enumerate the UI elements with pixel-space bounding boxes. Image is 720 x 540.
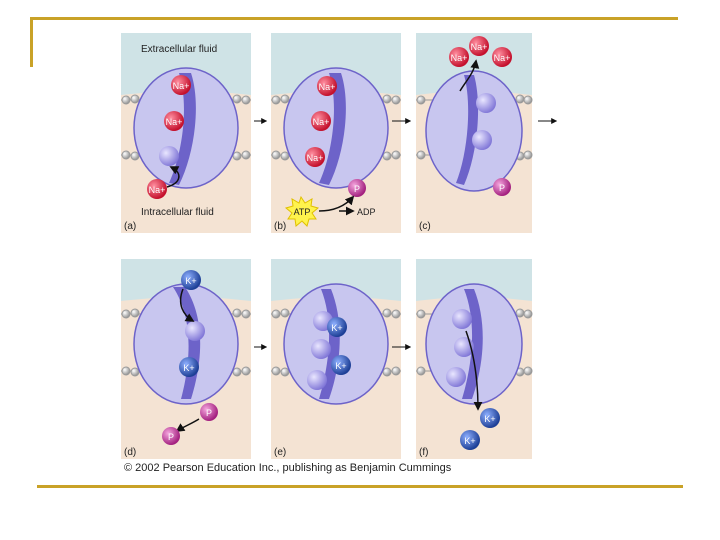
svg-text:P: P: [168, 432, 174, 442]
svg-text:P: P: [354, 184, 360, 194]
binding-site: [311, 339, 331, 359]
panel-label: (f): [419, 447, 428, 458]
binding-site: [472, 130, 492, 150]
svg-text:Na+: Na+: [451, 53, 468, 63]
copyright-credit: © 2002 Pearson Education Inc., publishin…: [124, 462, 451, 474]
svg-text:Na+: Na+: [494, 53, 511, 63]
binding-site: [446, 367, 466, 387]
panel-b: Na+ Na+ Na+ P ATP ADP (b): [271, 33, 401, 233]
svg-text:K+: K+: [464, 436, 475, 446]
potassium-ion: K+: [480, 408, 500, 428]
sodium-ion: Na+: [305, 147, 325, 167]
svg-text:K+: K+: [484, 414, 495, 424]
svg-text:Na+: Na+: [166, 117, 183, 127]
panel-f: K+ K+ (f): [416, 259, 532, 459]
panel-label: (e): [274, 447, 286, 458]
svg-text:Na+: Na+: [319, 82, 336, 92]
svg-text:P: P: [206, 408, 212, 418]
svg-text:P: P: [499, 183, 505, 193]
binding-site: [159, 146, 179, 166]
potassium-ion: K+: [331, 355, 351, 375]
potassium-ion: K+: [327, 317, 347, 337]
extracellular-label: Extracellular fluid: [141, 44, 217, 55]
svg-text:Na+: Na+: [307, 153, 324, 163]
sodium-ion: Na+: [171, 75, 191, 95]
sodium-ion: Na+: [317, 76, 337, 96]
phosphate: P: [162, 427, 180, 445]
adp-label: ADP: [357, 207, 376, 217]
sodium-ion: Na+: [449, 47, 469, 67]
panel-label: (d): [124, 447, 136, 458]
panel-a: Na+ Na+ Na+ Extracellular fluid Intracel…: [121, 33, 251, 233]
svg-text:K+: K+: [183, 363, 194, 373]
svg-text:Na+: Na+: [313, 117, 330, 127]
potassium-ion: K+: [460, 430, 480, 450]
phosphate: P: [200, 403, 218, 421]
sodium-ion: Na+: [469, 36, 489, 56]
panel-e: K+ K+ (e): [271, 259, 401, 459]
panel-label: (b): [274, 221, 286, 232]
binding-site: [476, 93, 496, 113]
sodium-ion: Na+: [311, 111, 331, 131]
binding-site: [452, 309, 472, 329]
panel-label: (a): [124, 221, 136, 232]
potassium-ion: K+: [181, 270, 201, 290]
svg-text:K+: K+: [331, 323, 342, 333]
sodium-ion: Na+: [147, 179, 167, 199]
binding-site: [185, 321, 205, 341]
binding-site: [307, 370, 327, 390]
intracellular-label: Intracellular fluid: [141, 207, 214, 218]
potassium-ion: K+: [179, 357, 199, 377]
svg-text:K+: K+: [335, 361, 346, 371]
svg-text:Na+: Na+: [471, 42, 488, 52]
sodium-ion: Na+: [164, 111, 184, 131]
panel-d: K+ K+ P P (d): [121, 259, 251, 459]
phosphate: P: [493, 178, 511, 196]
svg-text:Na+: Na+: [173, 81, 190, 91]
panel-label: (c): [419, 221, 431, 232]
sodium-ion: Na+: [492, 47, 512, 67]
phosphate: P: [348, 179, 366, 197]
svg-text:Na+: Na+: [149, 185, 166, 195]
panel-c: Na+ Na+ Na+ P (c): [416, 33, 532, 233]
atp-label: ATP: [294, 207, 311, 217]
svg-text:K+: K+: [185, 276, 196, 286]
